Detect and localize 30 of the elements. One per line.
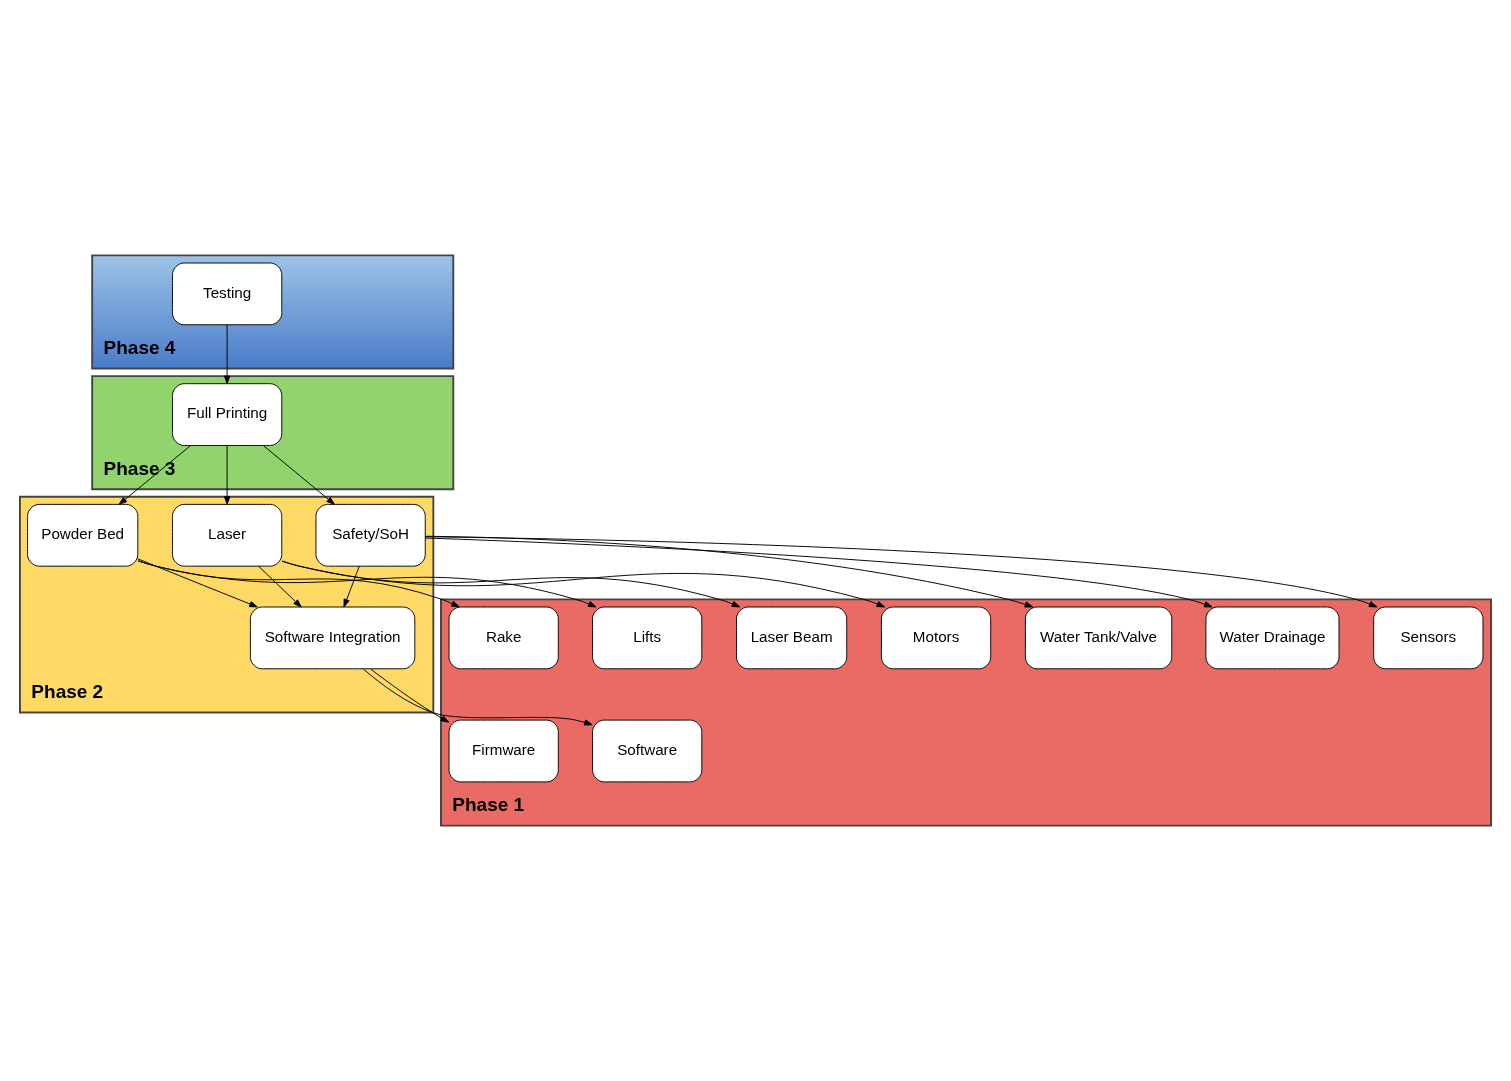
node-box: Firmware bbox=[448, 719, 559, 783]
node-box: Testing bbox=[172, 262, 283, 326]
arrow bbox=[137, 560, 460, 608]
arrow bbox=[425, 537, 1213, 608]
node-box: Laser bbox=[172, 503, 283, 567]
node-box: Sensors bbox=[1373, 606, 1484, 670]
node-box: Water Drainage bbox=[1205, 606, 1340, 670]
node-box: Water Tank/Valve bbox=[1024, 606, 1173, 670]
arrow bbox=[281, 560, 886, 608]
node-box: Safety/SoH bbox=[315, 503, 426, 567]
node-box: Full Printing bbox=[172, 383, 283, 446]
node-box: Rake bbox=[448, 606, 559, 670]
arrow bbox=[281, 560, 741, 608]
arrow bbox=[424, 536, 1378, 608]
arrow bbox=[343, 565, 360, 608]
node-box: Software bbox=[592, 719, 703, 783]
arrow bbox=[137, 558, 258, 608]
arrow bbox=[363, 668, 593, 726]
arrow bbox=[137, 560, 597, 608]
arrow bbox=[258, 565, 302, 608]
arrow bbox=[224, 445, 231, 505]
node-box: Lifts bbox=[592, 606, 703, 670]
node-box: Laser Beam bbox=[736, 606, 848, 670]
arrow bbox=[224, 324, 231, 385]
arrow bbox=[262, 445, 335, 505]
arrow bbox=[118, 445, 192, 505]
node-box: Powder Bed bbox=[27, 503, 139, 567]
node-box: Motors bbox=[880, 606, 992, 670]
arrow bbox=[370, 668, 450, 723]
node-box: Software Integration bbox=[249, 606, 416, 670]
